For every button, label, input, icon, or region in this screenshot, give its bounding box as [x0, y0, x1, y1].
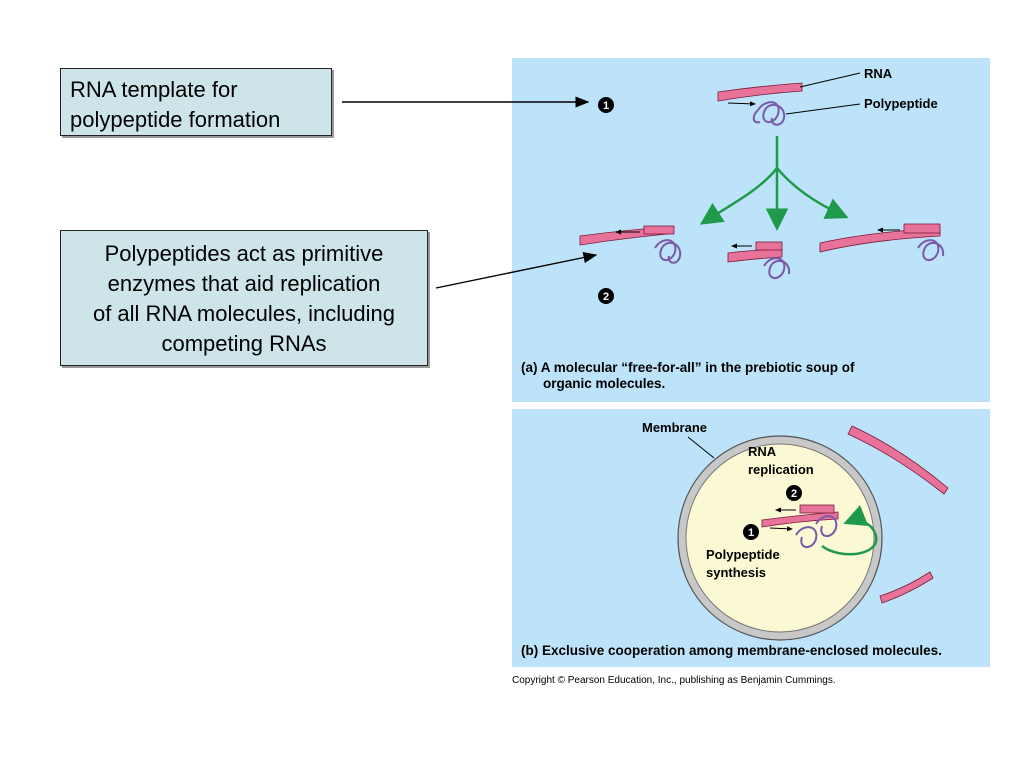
callout-polypeptide-enzymes: Polypeptides act as primitive enzymes th…: [60, 230, 428, 366]
rna-segment: [755, 241, 783, 251]
rna-copy-right: [819, 227, 941, 253]
svg-text:1: 1: [748, 527, 754, 539]
polypeptide-icon: [917, 239, 945, 261]
polypeptide-label-leader: [785, 103, 861, 115]
step-2-badge: 2: [786, 485, 802, 501]
callout-enzymes-line3: of all RNA molecules, including: [92, 301, 396, 326]
branch-arrows: [699, 136, 849, 231]
rna-label-leader: [799, 72, 861, 88]
callout-rna-template: RNA template for polypeptide formation: [60, 68, 332, 136]
polypeptide-icon: [654, 239, 682, 264]
polypeptide-icon: [763, 257, 791, 279]
feedback-arrow: [821, 505, 878, 556]
caption-a-line1: (a) A molecular “free-for-all” in the pr…: [521, 360, 855, 375]
membrane-vesicle: [677, 435, 883, 641]
svg-text:2: 2: [791, 488, 797, 500]
synthesis-arrow: [727, 101, 756, 107]
label-rna-replication-2: replication: [748, 462, 814, 477]
step-1-badge: 1: [743, 524, 759, 540]
callout-rna-template-line1: RNA template for: [70, 77, 238, 102]
label-rna: RNA: [864, 66, 893, 81]
rna-segment: [643, 225, 675, 235]
pointer-line-2: [435, 252, 598, 289]
external-rna-strand: [879, 571, 934, 604]
step-1-badge: 1: [598, 97, 614, 113]
caption-a-line2: organic molecules.: [543, 376, 665, 391]
callout-enzymes-line4: competing RNAs: [161, 331, 327, 356]
membrane-label-leader: [687, 436, 715, 459]
rna-copy-middle: [727, 248, 783, 263]
polypeptide-icon: [795, 515, 838, 548]
label-membrane: Membrane: [642, 420, 707, 435]
caption-b: (b) Exclusive cooperation among membrane…: [521, 643, 942, 658]
callout-rna-template-line2: polypeptide formation: [70, 107, 281, 132]
rna-segment: [903, 223, 941, 234]
external-rna-strand: [847, 425, 949, 495]
callout-enzymes-line1: Polypeptides act as primitive: [104, 241, 384, 266]
callout-enzymes-line2: enzymes that aid replication: [107, 271, 381, 296]
step-2-badge: 2: [598, 288, 614, 304]
svg-text:1: 1: [603, 100, 609, 112]
label-polypeptide-synthesis-1: Polypeptide: [706, 547, 780, 562]
copyright-text: Copyright © Pearson Education, Inc., pub…: [512, 675, 836, 686]
synthesis-arrow: [769, 526, 793, 532]
label-polypeptide: Polypeptide: [864, 96, 938, 111]
polypeptide-icon: [752, 101, 786, 126]
rna-segment: [799, 504, 835, 514]
label-rna-replication-1: RNA: [748, 444, 777, 459]
label-polypeptide-synthesis-2: synthesis: [706, 565, 766, 580]
inner-rna-strand: [761, 511, 839, 528]
svg-text:2: 2: [603, 291, 609, 303]
rna-strand: [717, 82, 803, 102]
